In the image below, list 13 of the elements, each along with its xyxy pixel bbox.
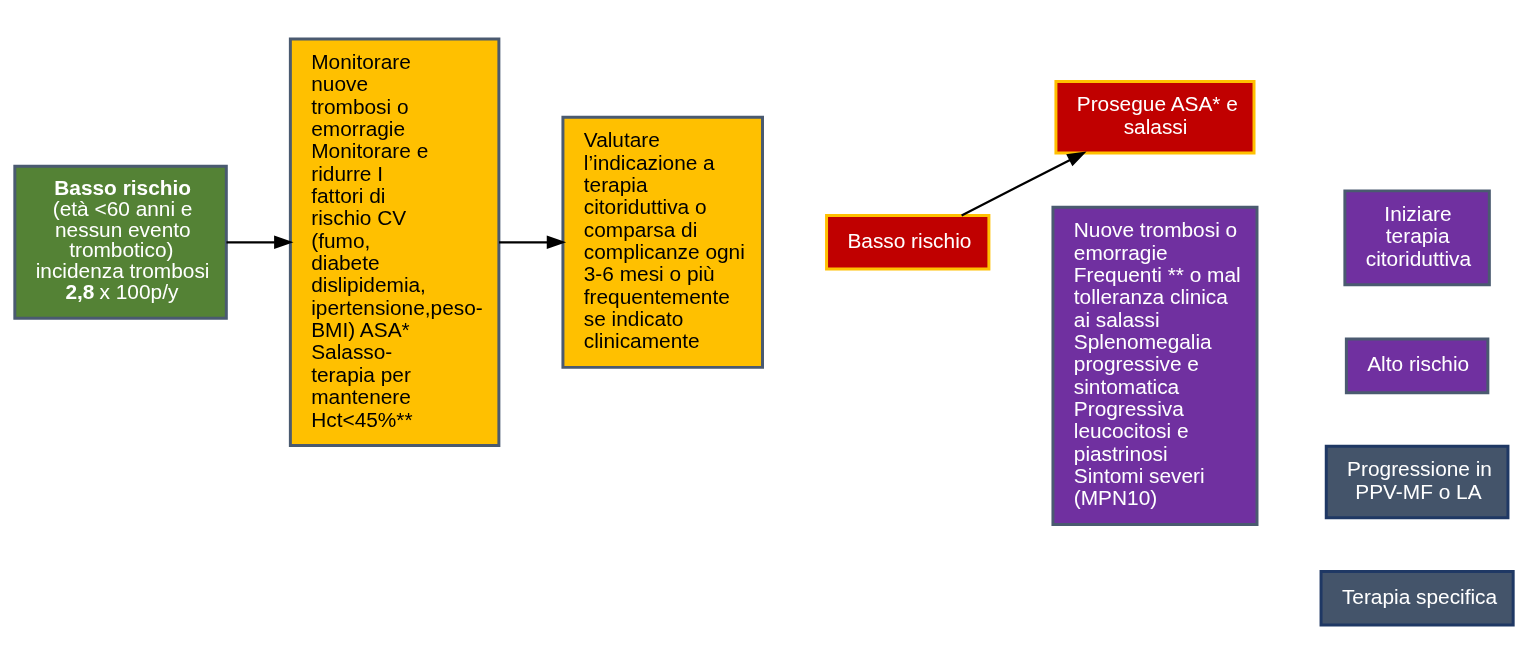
node-box: Terapia specifica	[1319, 569, 1515, 627]
node-box: Basso rischio (età <60 anni e nessun evento trombotico) incidenza trombosi 2,8 x 100p/y	[13, 164, 228, 320]
arrow	[499, 235, 567, 250]
node-box: Alto rischio	[1344, 337, 1490, 395]
node-box: Progressione in PPV-MF o LA	[1324, 444, 1510, 520]
node-box: Iniziare terapia citoriduttiva	[1343, 189, 1491, 287]
node-box: Monitorare nuove trombosi o emorragie Monitorare e ridurre I fattori di rischio CV (fumo, diabete dislipidemia, ipertensione,peso-BMI) ASA* Salasso-terapia per mantenere Hct<45%**	[288, 37, 501, 448]
node-box: Prosegue ASA* e salassi	[1054, 79, 1256, 155]
arrow	[961, 151, 1087, 217]
node-box: Basso rischio	[825, 213, 991, 271]
arrow	[226, 235, 294, 250]
node-box: Valutare l’indicazione a terapia citoriduttiva o comparsa di complicanze ogni 3-6 mesi o più frequentemente se indicato clinicamente	[561, 115, 764, 369]
node-box: Nuove trombosi o emorragie Frequenti ** o mal tolleranza clinica ai salassi Splenomegalia progressive e sintomatica Progressiva leucocitosi e piastrinosi Sintomi severi (MPN10)	[1051, 205, 1259, 526]
